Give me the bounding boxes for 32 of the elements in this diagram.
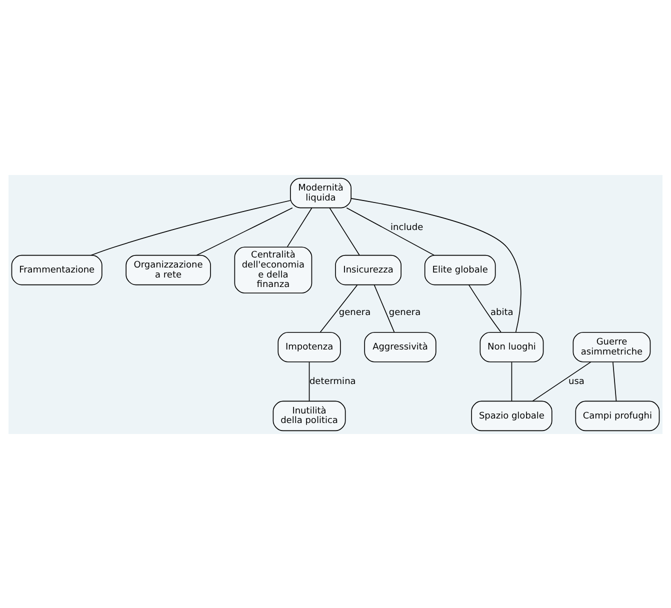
edge-label: usa <box>568 376 584 386</box>
node-box: Campi profughi <box>575 400 660 431</box>
connector <box>350 198 522 332</box>
connector <box>612 361 617 402</box>
node-box: Frammentazione <box>11 254 102 285</box>
edge-label: determina <box>309 376 356 386</box>
node-box: Impotenza <box>278 331 341 362</box>
connector <box>468 284 502 332</box>
edge-label: genera <box>338 307 371 318</box>
connector <box>346 206 435 256</box>
connector <box>286 207 312 247</box>
node-box: Insicurezza <box>335 254 402 285</box>
edge-label: genera <box>388 307 421 318</box>
node-box: Inutilità della politica <box>272 400 346 431</box>
edge-label: abita <box>490 307 514 318</box>
connector <box>196 206 293 256</box>
connector <box>320 284 358 332</box>
node-box: Organizzazione a rete <box>126 254 211 285</box>
node-box: Spazio globale <box>471 400 552 431</box>
node-box: Aggressività <box>364 331 436 362</box>
node-box: Elite globale <box>424 254 496 285</box>
connector <box>532 361 592 401</box>
edge-label: include <box>390 222 424 232</box>
node-box: Modernità liquida <box>290 177 352 208</box>
connector <box>308 361 310 402</box>
node-box: Non luoghi <box>480 331 544 362</box>
connector <box>329 207 360 256</box>
connector <box>90 200 291 256</box>
node-box: Centralità dell'economia e della finanza <box>234 246 312 293</box>
node-box: Guerre asimmetriche <box>572 331 651 362</box>
connector <box>374 284 395 332</box>
connector <box>511 361 512 402</box>
